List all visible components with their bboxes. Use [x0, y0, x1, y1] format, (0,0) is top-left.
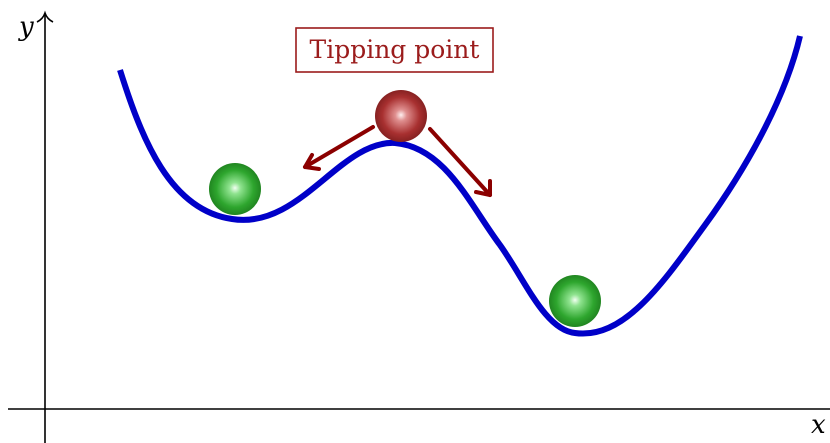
y-axis-label: y: [18, 12, 34, 42]
callout-text: Tipping point: [310, 35, 480, 64]
unstable-ball-hilltop: [375, 90, 427, 142]
x-axis-label: x: [811, 410, 826, 440]
stable-ball-left: [209, 163, 261, 215]
stable-ball-right: [549, 275, 601, 327]
